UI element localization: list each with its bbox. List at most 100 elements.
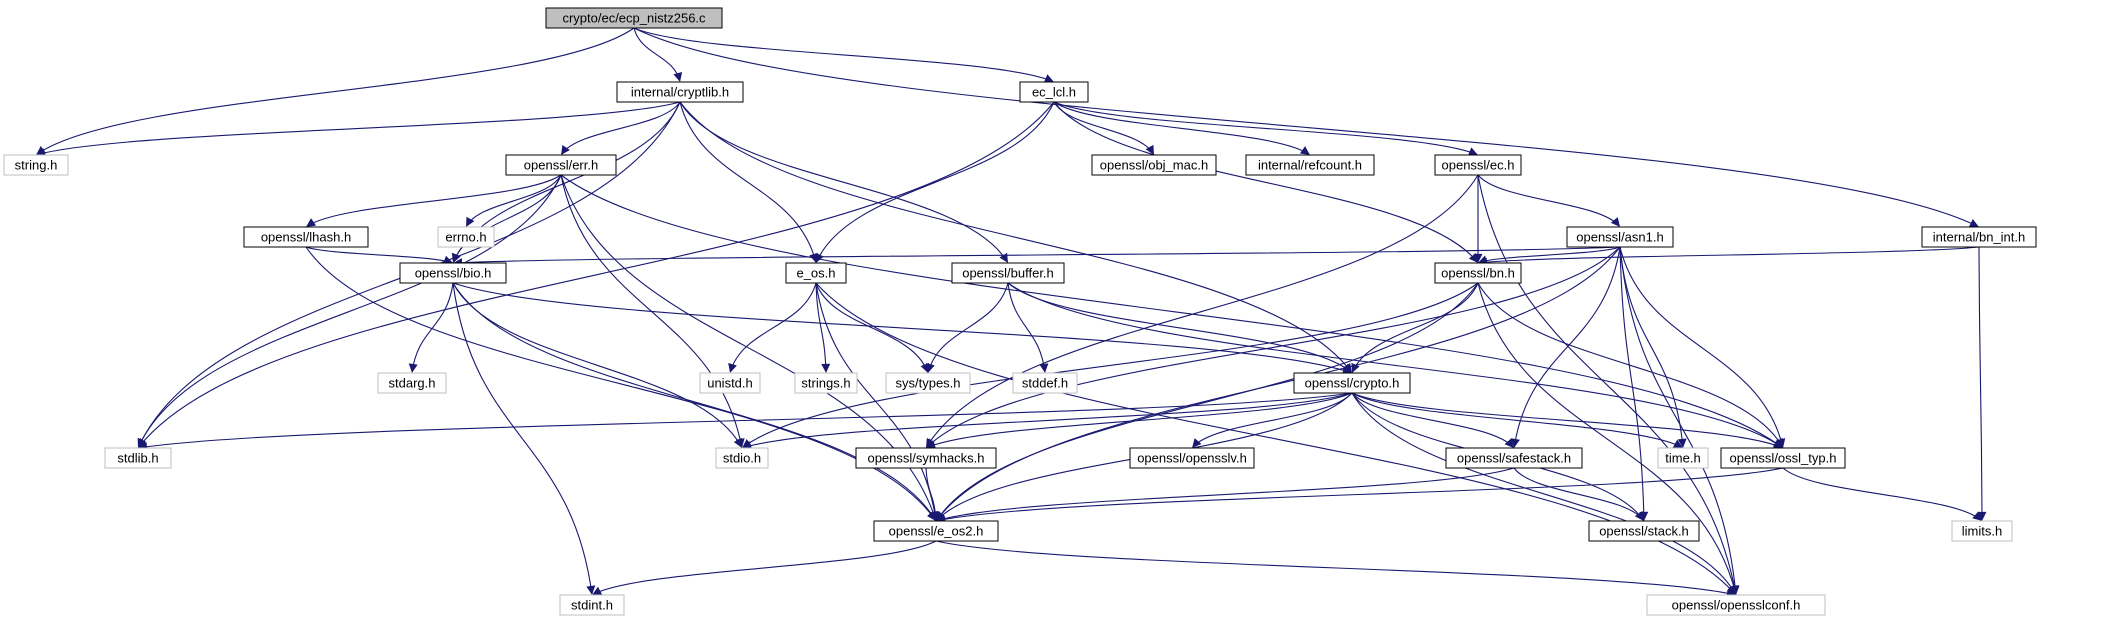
node-bn_int[interactable]: internal/bn_int.h bbox=[1921, 226, 2037, 248]
edge-bio-to-stdarg bbox=[408, 282, 454, 373]
edge-asn1-to-stack bbox=[1619, 246, 1649, 521]
node-box-buffer[interactable] bbox=[951, 262, 1065, 284]
node-box-errno bbox=[437, 226, 495, 248]
node-box-safestack[interactable] bbox=[1445, 447, 1583, 469]
node-opensslv[interactable]: openssl/opensslv.h bbox=[1129, 447, 1255, 469]
node-box-bio[interactable] bbox=[399, 262, 507, 284]
node-safestack[interactable]: openssl/safestack.h bbox=[1445, 447, 1583, 469]
edge-crypto-to-ossl_typ bbox=[1351, 392, 1783, 449]
node-label-opensslconf: openssl/opensslconf.h bbox=[1672, 598, 1801, 613]
node-ec[interactable]: openssl/ec.h bbox=[1434, 154, 1522, 176]
node-box-stdarg bbox=[377, 372, 447, 394]
node-label-cryptlib: internal/cryptlib.h bbox=[631, 85, 729, 100]
edge-root-to-string bbox=[36, 27, 635, 155]
node-e_os2[interactable]: openssl/e_os2.h bbox=[873, 520, 999, 542]
node-box-stack[interactable] bbox=[1588, 520, 1700, 542]
edge-asn1-to-symhacks bbox=[926, 246, 1621, 448]
node-box-err[interactable] bbox=[505, 154, 617, 176]
node-cryptlib[interactable]: internal/cryptlib.h bbox=[616, 81, 744, 103]
node-box-e_os2[interactable] bbox=[873, 520, 999, 542]
node-systypes: sys/types.h bbox=[885, 372, 971, 394]
node-crypto[interactable]: openssl/crypto.h bbox=[1293, 372, 1411, 394]
edge-bio-to-e_os2 bbox=[452, 282, 936, 521]
node-label-unistd: unistd.h bbox=[707, 376, 753, 391]
edge-crypto-to-symhacks bbox=[926, 392, 1353, 449]
edge-e_os-to-opensslconf bbox=[815, 282, 1736, 595]
edge-e_os2-to-stdint bbox=[592, 540, 937, 595]
node-limits: limits.h bbox=[1951, 520, 2013, 542]
node-label-ec_lcl: ec_lcl.h bbox=[1032, 85, 1076, 100]
node-buffer[interactable]: openssl/buffer.h bbox=[951, 262, 1065, 284]
node-errno: errno.h bbox=[437, 226, 495, 248]
node-label-limits: limits.h bbox=[1962, 524, 2002, 539]
edge-root-to-cryptlib bbox=[633, 27, 683, 82]
node-box-root[interactable] bbox=[545, 7, 723, 29]
node-root[interactable]: crypto/ec/ecp_nistz256.c bbox=[545, 7, 723, 29]
edge-cryptlib-to-string bbox=[36, 101, 681, 157]
node-box-ec[interactable] bbox=[1434, 154, 1522, 176]
node-box-obj_mac[interactable] bbox=[1091, 154, 1217, 176]
node-box-e_os[interactable] bbox=[785, 262, 847, 284]
node-label-bio: openssl/bio.h bbox=[415, 266, 492, 281]
node-box-lhash[interactable] bbox=[243, 226, 369, 248]
node-label-stdarg: stdarg.h bbox=[389, 376, 436, 391]
node-box-symhacks[interactable] bbox=[855, 447, 997, 469]
edge-err-to-bio bbox=[451, 174, 562, 263]
edge-bn_int-to-limits bbox=[1977, 246, 1987, 521]
node-box-asn1[interactable] bbox=[1566, 226, 1674, 248]
node-label-asn1: openssl/asn1.h bbox=[1576, 230, 1663, 245]
node-obj_mac[interactable]: openssl/obj_mac.h bbox=[1091, 154, 1217, 176]
node-box-stdlib bbox=[104, 447, 172, 469]
edge-err-to-stdlib bbox=[137, 174, 562, 448]
node-ossl_typ[interactable]: openssl/ossl_typ.h bbox=[1720, 447, 1846, 469]
edge-e_os-to-systypes bbox=[815, 282, 930, 373]
node-ec_lcl[interactable]: ec_lcl.h bbox=[1019, 81, 1089, 103]
node-box-crypto[interactable] bbox=[1293, 372, 1411, 394]
node-strings: strings.h bbox=[794, 372, 858, 394]
edge-crypto-to-opensslconf bbox=[1351, 392, 1736, 595]
edge-bn-to-crypto bbox=[1351, 282, 1479, 373]
node-label-root: crypto/ec/ecp_nistz256.c bbox=[562, 11, 706, 26]
node-label-err: openssl/err.h bbox=[524, 158, 598, 173]
node-e_os[interactable]: e_os.h bbox=[785, 262, 847, 284]
edge-buffer-to-systypes bbox=[926, 282, 1009, 373]
edge-bio-to-crypto bbox=[452, 282, 1352, 375]
edge-asn1-to-time bbox=[1619, 246, 1687, 448]
node-bn[interactable]: openssl/bn.h bbox=[1434, 262, 1522, 284]
edge-ec_lcl-to-ec bbox=[1053, 101, 1478, 156]
node-opensslconf: openssl/opensslconf.h bbox=[1646, 594, 1826, 616]
node-layer: crypto/ec/ecp_nistz256.c internal/cryptli… bbox=[3, 7, 2037, 616]
node-symhacks[interactable]: openssl/symhacks.h bbox=[855, 447, 997, 469]
node-box-cryptlib[interactable] bbox=[616, 81, 744, 103]
edge-ossl_typ-to-e_os2 bbox=[936, 467, 1784, 524]
node-label-bn: openssl/bn.h bbox=[1441, 266, 1515, 281]
node-bio[interactable]: openssl/bio.h bbox=[399, 262, 507, 284]
edge-err-to-lhash bbox=[306, 174, 562, 227]
edge-crypto-to-stdio bbox=[742, 392, 1353, 450]
edge-bio-to-stdio bbox=[452, 282, 742, 448]
edge-lhash-to-bio bbox=[305, 246, 453, 265]
node-box-bn_int[interactable] bbox=[1921, 226, 2037, 248]
edge-e_os2-to-opensslconf bbox=[935, 540, 1736, 598]
node-lhash[interactable]: openssl/lhash.h bbox=[243, 226, 369, 248]
node-stdint: stdint.h bbox=[559, 594, 625, 616]
node-box-bn[interactable] bbox=[1434, 262, 1522, 284]
node-box-limits bbox=[1951, 520, 2013, 542]
edge-cryptlib-to-e_os bbox=[679, 101, 819, 263]
edge-asn1-to-ossl_typ bbox=[1619, 246, 1786, 448]
node-err[interactable]: openssl/err.h bbox=[505, 154, 617, 176]
edge-e_os-to-unistd bbox=[728, 282, 817, 373]
node-box-refcount[interactable] bbox=[1245, 154, 1375, 176]
node-refcount[interactable]: internal/refcount.h bbox=[1245, 154, 1375, 176]
node-stdlib: stdlib.h bbox=[104, 447, 172, 469]
edge-ec-to-opensslconf bbox=[1477, 174, 1739, 595]
node-asn1[interactable]: openssl/asn1.h bbox=[1566, 226, 1674, 248]
node-label-string: string.h bbox=[15, 158, 58, 173]
node-box-ossl_typ[interactable] bbox=[1720, 447, 1846, 469]
node-box-opensslconf bbox=[1646, 594, 1826, 616]
node-label-systypes: sys/types.h bbox=[895, 376, 960, 391]
node-box-ec_lcl[interactable] bbox=[1019, 81, 1089, 103]
node-box-opensslv[interactable] bbox=[1129, 447, 1255, 469]
node-stack[interactable]: openssl/stack.h bbox=[1588, 520, 1700, 542]
